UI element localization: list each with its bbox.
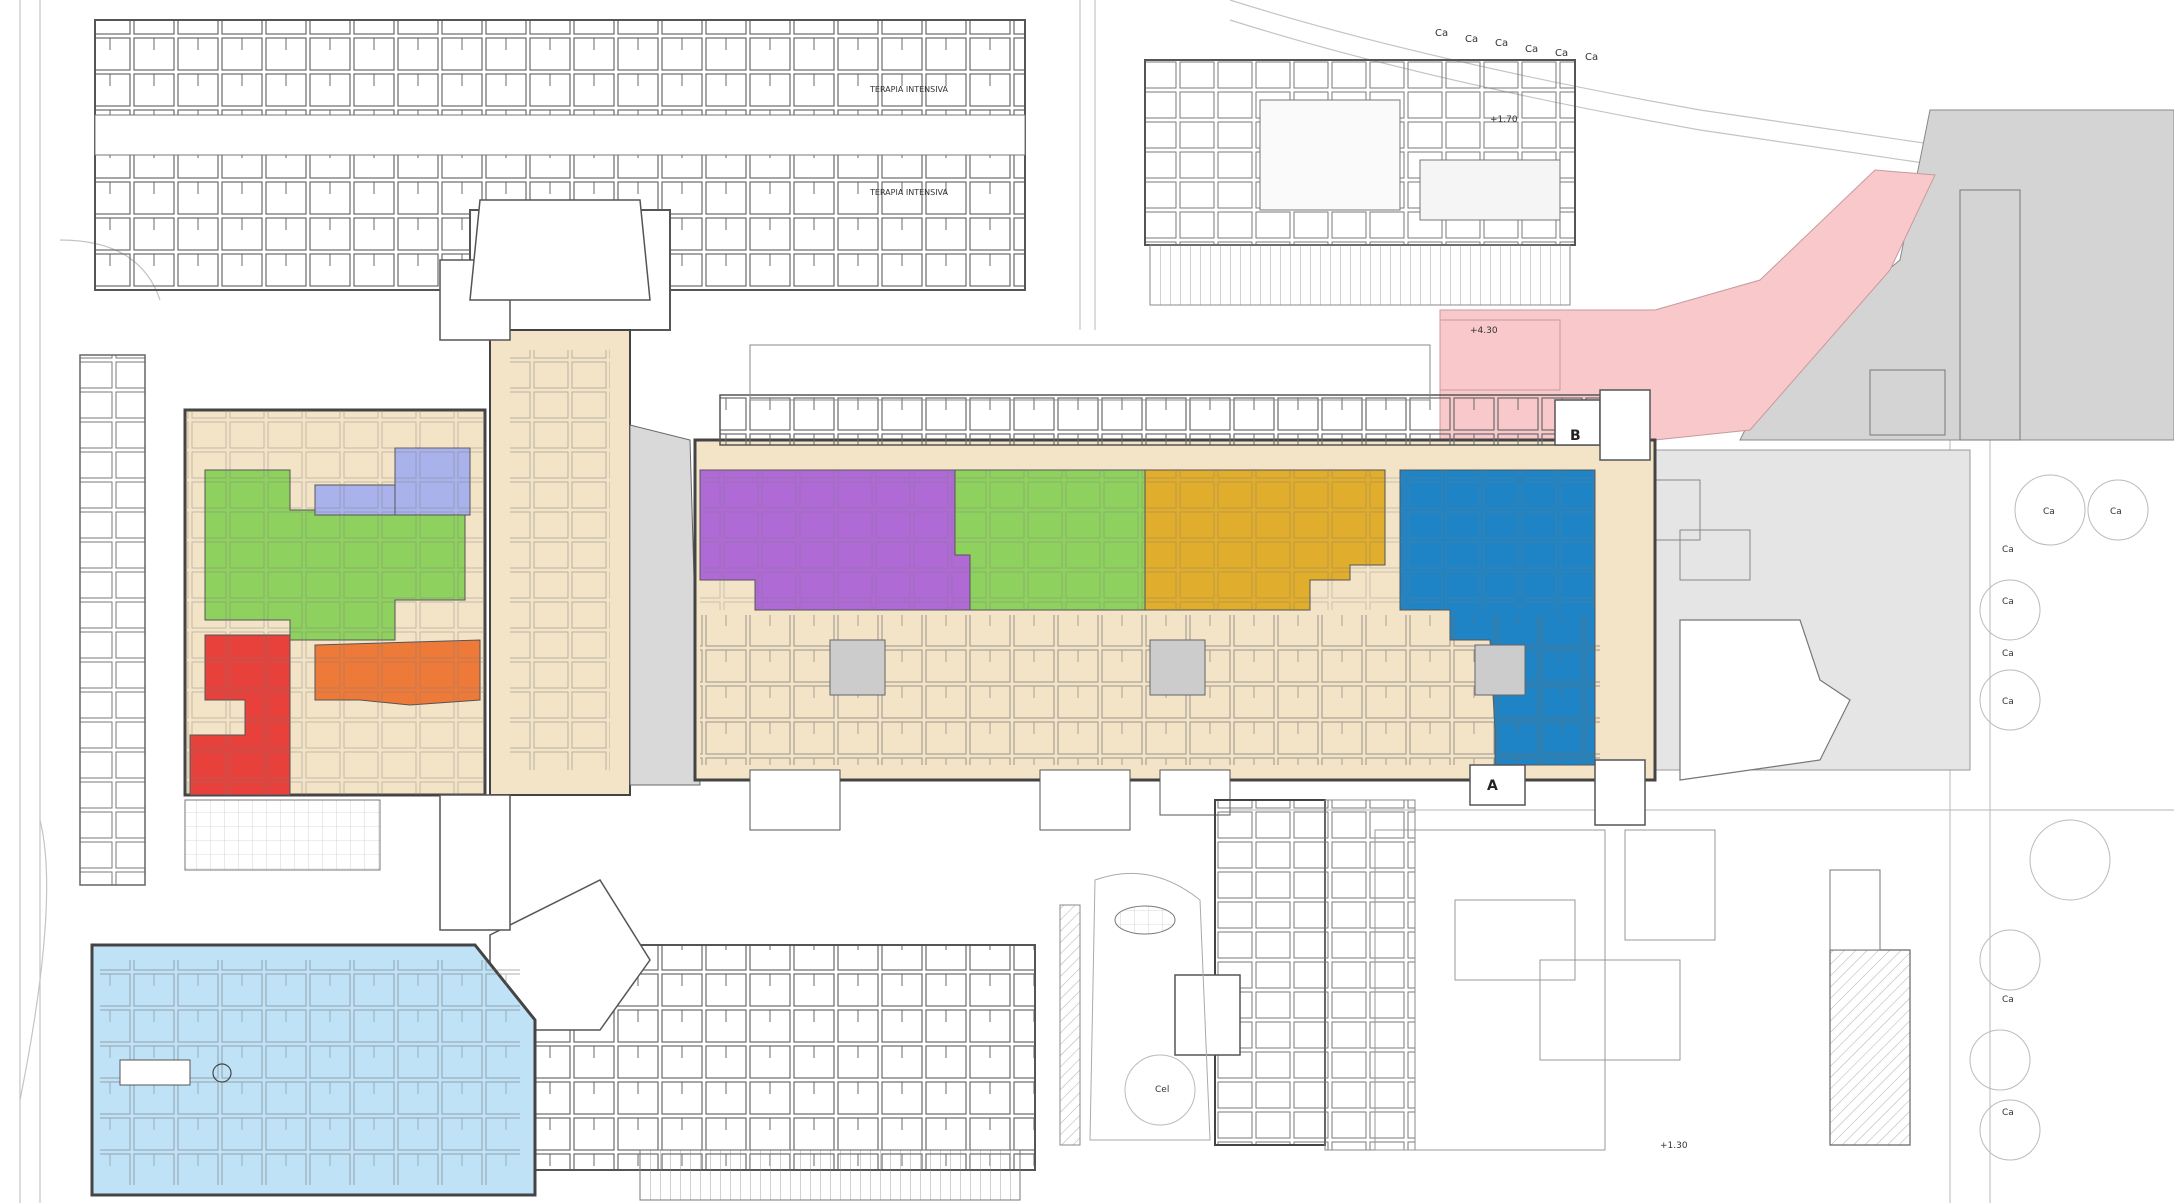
- tree-ca-5: Ca: [2002, 649, 2014, 659]
- tree-ca-2: Ca: [2110, 507, 2122, 517]
- road-c4: Ca: [1525, 44, 1538, 55]
- tree-cel: Cel: [1155, 1085, 1169, 1095]
- level-c: +1.30: [1660, 1141, 1688, 1151]
- tree-ca-4: Ca: [2002, 597, 2014, 607]
- road-labels: Ca Ca Ca Ca Ca Ca +1.70 +1.30: [1435, 28, 1688, 1151]
- tree-ca-6: Ca: [2002, 697, 2014, 707]
- road-c3: Ca: [1495, 38, 1508, 49]
- marker-b: B: [1570, 428, 1581, 444]
- west-wing: [183, 408, 487, 797]
- west-strip: [79, 354, 381, 886]
- road-c2: Ca: [1465, 34, 1478, 45]
- label-terapia-2: TERAPIA INTENSIVA: [869, 188, 949, 197]
- tree-ca-1: Ca: [2043, 507, 2055, 517]
- road-c6: Ca: [1585, 52, 1598, 63]
- central-core: [439, 199, 701, 796]
- south-east-outline: [1374, 829, 1716, 1151]
- main-building: B A: [693, 344, 1657, 831]
- marker-a: A: [1487, 778, 1498, 794]
- technical-building: [1144, 59, 1576, 306]
- level-b: +1.70: [1490, 115, 1518, 125]
- trees: [1124, 474, 2149, 1161]
- south-east-buildings: [1679, 619, 1911, 1146]
- east-annex: [1594, 389, 1651, 826]
- south-villa: Cel: [1059, 799, 1416, 1151]
- road-c1: Ca: [1435, 28, 1448, 39]
- tree-ca-7: Ca: [2002, 995, 2014, 1005]
- tree-ca-3: Ca: [2002, 545, 2014, 555]
- tree-ca-8: Ca: [2002, 1108, 2014, 1118]
- southwest-block: [90, 943, 537, 1197]
- road-c5: Ca: [1555, 48, 1568, 59]
- label-terapia-1: TERAPIA INTENSIVA: [869, 85, 949, 94]
- level-a: +4.30: [1470, 326, 1498, 336]
- tree-labels: Ca Ca Ca Ca Ca Ca Ca Ca: [2002, 507, 2122, 1118]
